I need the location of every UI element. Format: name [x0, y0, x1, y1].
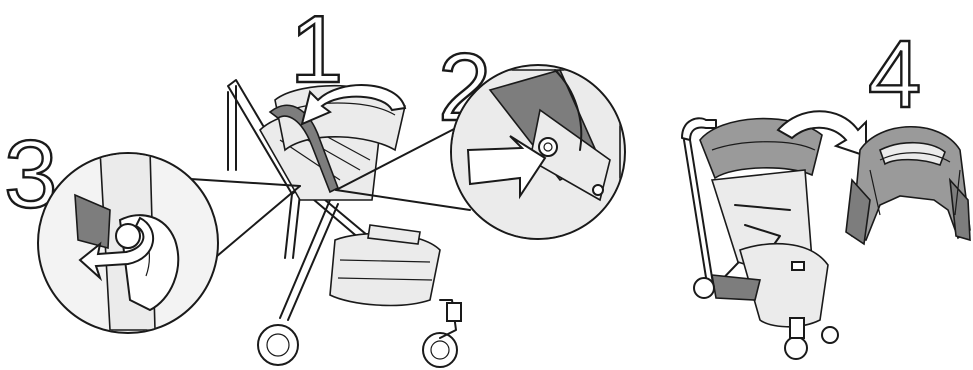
- detached-canopy-illustration: [846, 127, 970, 244]
- stroller-right-illustration: [682, 118, 838, 359]
- callout-step-3: [38, 150, 218, 333]
- callout-step-2: [450, 65, 625, 240]
- step-4-label: 4: [868, 21, 921, 128]
- stroller-left-illustration: [228, 80, 461, 367]
